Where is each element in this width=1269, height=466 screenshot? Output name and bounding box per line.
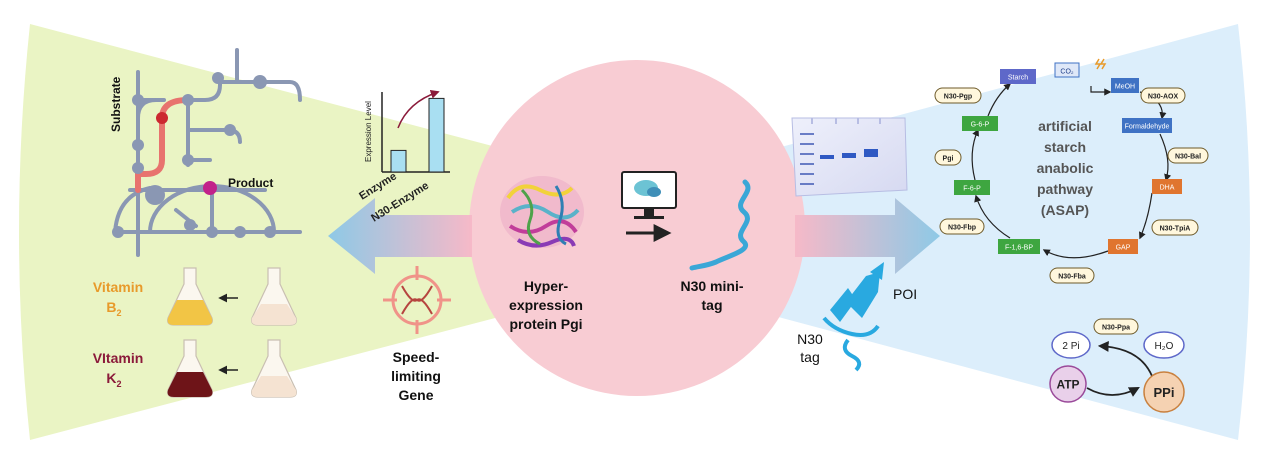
lightning-icon	[1094, 58, 1107, 70]
protein-label-line3: protein Pgi	[509, 316, 582, 332]
product-label: Product	[228, 176, 273, 190]
sds-page-gel	[791, 117, 908, 197]
svg-text:(ASAP): (ASAP)	[1041, 202, 1089, 218]
svg-text:GAP: GAP	[1116, 245, 1131, 252]
node-dha: DHA	[1152, 179, 1182, 194]
flask-b2-product	[167, 267, 213, 326]
svg-text:N30-Fba: N30-Fba	[1058, 274, 1086, 281]
ppa-reaction-arrows	[1086, 341, 1153, 397]
node-f6p: F-6-P	[954, 180, 990, 195]
product-node	[203, 181, 217, 195]
svg-text:G-6-P: G-6-P	[971, 122, 990, 129]
node-g6p: G-6-P	[962, 116, 998, 131]
bar-n30-enzyme	[428, 97, 445, 173]
node-formaldehyde: Formaldehyde	[1122, 118, 1172, 133]
node-gap: GAP	[1108, 239, 1138, 254]
vitamin-b2-label: Vitamin	[93, 279, 143, 295]
enzyme-aox: N30-AOX	[1140, 87, 1186, 104]
tag-label-line2: tag	[702, 297, 723, 313]
gene-label-line2: limiting	[391, 368, 441, 384]
poi-label: POI	[893, 286, 917, 302]
n30-tag-label-line2: tag	[800, 349, 819, 365]
vitamin-k2-label: VItamin	[93, 350, 144, 366]
node-f16bp: F-1,6-BP	[998, 239, 1040, 254]
tag-label-line1: N30 mini-	[680, 278, 743, 294]
highlight-route	[135, 97, 191, 193]
svg-text:pathway: pathway	[1037, 181, 1093, 197]
svg-text:DHA: DHA	[1160, 185, 1175, 192]
gene-label-line1: Speed-	[393, 349, 440, 365]
vitamin-k2-name: K2	[106, 370, 121, 389]
protein-label-line1: Hyper-	[524, 278, 569, 294]
flask-k2-substrate	[251, 339, 297, 398]
node-meoh: MeOH	[1111, 78, 1139, 93]
svg-text:N30-AOX: N30-AOX	[1148, 94, 1179, 101]
svg-text:Starch: Starch	[1008, 75, 1028, 82]
pi-node: 2 Pi	[1051, 331, 1091, 359]
left-arrow	[328, 198, 472, 274]
substrate-label: Substrate	[109, 76, 123, 132]
enzyme-bal: N30-Bal	[1167, 147, 1209, 164]
poi-protein-ribbon	[822, 262, 884, 372]
svg-text:N30-Pgp: N30-Pgp	[944, 94, 972, 101]
enzyme-tpia: N30-TpiA	[1151, 219, 1199, 236]
flask-k2-product	[167, 339, 213, 398]
vitamin-b2-name: B2	[106, 299, 121, 318]
node-co2: CO₂	[1054, 62, 1080, 78]
svg-text:N30-Ppa: N30-Ppa	[1102, 325, 1130, 332]
svg-text:PPi: PPi	[1154, 385, 1175, 400]
flask-b2-substrate	[251, 267, 297, 326]
atp-node: ATP	[1049, 365, 1087, 403]
n30-tag-label-line1: N30	[797, 331, 823, 347]
left-panel-background	[19, 24, 640, 440]
enzyme-fbp: N30-Fbp	[939, 218, 985, 235]
chart-y-label: Expression Level	[364, 101, 373, 162]
svg-text:F-1,6-BP: F-1,6-BP	[1005, 245, 1033, 252]
svg-text:anabolic: anabolic	[1037, 160, 1094, 176]
enzyme-ppa: N30-Ppa	[1093, 318, 1139, 335]
bar-enzyme	[390, 149, 407, 173]
svg-text:N30-Bal: N30-Bal	[1175, 154, 1201, 161]
svg-text:starch: starch	[1044, 139, 1086, 155]
right-arrow	[795, 198, 940, 274]
svg-text:N30-Fbp: N30-Fbp	[948, 225, 976, 232]
trend-arrow	[397, 90, 440, 129]
n30-peptide-helix	[689, 179, 751, 271]
enzyme-pgp: N30-Pgp	[934, 87, 982, 104]
substrate-node	[156, 112, 168, 124]
pgi-protein-structure	[500, 176, 584, 248]
svg-text:H₂O: H₂O	[1155, 341, 1174, 352]
computer-monitor-icon	[621, 171, 677, 219]
svg-text:ATP: ATP	[1056, 378, 1079, 392]
center-circle	[469, 60, 805, 396]
node-starch: Starch	[1000, 69, 1036, 84]
h2o-node: H₂O	[1143, 331, 1185, 359]
pathway-title: artificial starch anabolic pathway (ASAP…	[1037, 118, 1094, 218]
enzyme-pgi: Pgi	[934, 149, 962, 166]
svg-text:MeOH: MeOH	[1115, 84, 1135, 91]
svg-text:F-6-P: F-6-P	[963, 186, 981, 193]
network-nodes	[112, 72, 276, 238]
gene-label-line3: Gene	[398, 387, 433, 403]
svg-text:artificial: artificial	[1038, 118, 1092, 134]
svg-text:2 Pi: 2 Pi	[1062, 341, 1079, 352]
dna-target-icon	[383, 266, 451, 334]
ppi-node: PPi	[1143, 371, 1185, 413]
enzyme-fba: N30-Fba	[1049, 267, 1095, 284]
svg-text:Formaldehyde: Formaldehyde	[1125, 124, 1170, 131]
svg-text:Pgi: Pgi	[943, 156, 954, 163]
protein-label-line2: expression	[509, 297, 583, 313]
svg-text:CO₂: CO₂	[1060, 69, 1074, 76]
asap-cycle-arrows	[971, 83, 1172, 259]
svg-text:N30-TpiA: N30-TpiA	[1160, 226, 1191, 233]
